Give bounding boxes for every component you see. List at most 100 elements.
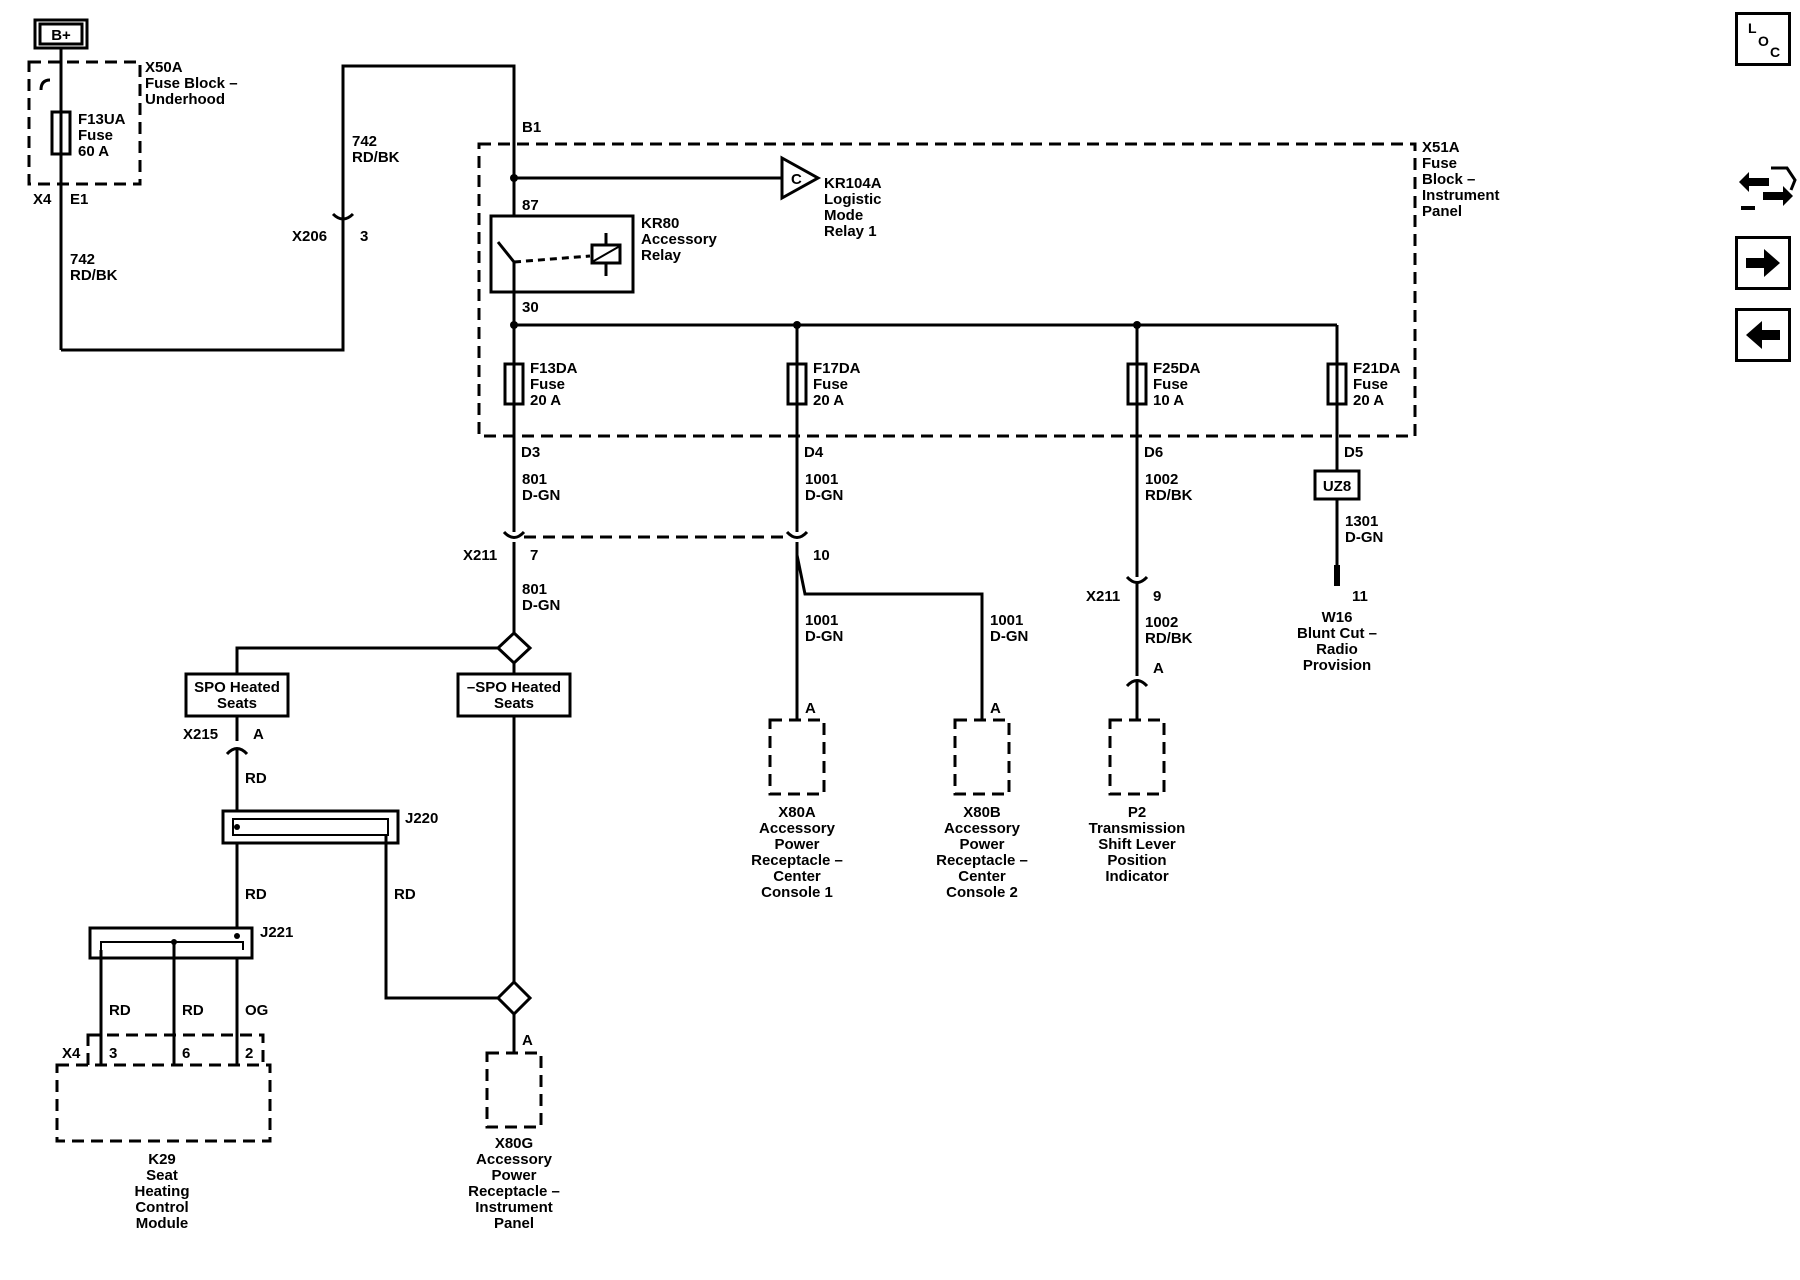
diagram-label: Accessory xyxy=(944,820,1021,837)
diagram-label: Provision xyxy=(1303,657,1371,674)
diagram-label: Mode xyxy=(824,207,863,224)
k29-seat-heating-control-module: X4 3 6 2 K29 Seat Heating Control Module xyxy=(55,1033,272,1232)
diagram-label: P2 xyxy=(1128,804,1146,821)
diagram-label: 7 xyxy=(530,547,538,564)
diagram-label: 1001 xyxy=(990,612,1023,629)
kr104a-logistic-relay-pin: C KR104A Logistic Mode Relay 1 xyxy=(780,155,882,240)
diagram-label: J221 xyxy=(260,924,293,941)
diagram-label: F25DA xyxy=(1153,360,1201,377)
diagram-label: 1001 xyxy=(805,471,838,488)
diagram-label: Logistic xyxy=(824,191,882,208)
diagram-label: Fuse xyxy=(813,376,848,393)
diagram-label: 3 xyxy=(360,228,368,245)
diagram-label: 20 A xyxy=(530,392,561,409)
diagram-label: Fuse Block – xyxy=(145,75,238,92)
diagram-label: 10 A xyxy=(1153,392,1184,409)
diagram-label: 1002 xyxy=(1145,471,1178,488)
diagram-label: J220 xyxy=(405,810,438,827)
diagram-label: F21DA xyxy=(1353,360,1401,377)
diagram-label: A xyxy=(253,726,264,743)
diagram-label: 11 xyxy=(1352,588,1368,605)
diagram-label: D6 xyxy=(1144,444,1163,461)
diagram-label: Panel xyxy=(1422,203,1462,220)
diagram-label: K29 xyxy=(148,1151,176,1168)
diagram-label: Accessory xyxy=(759,820,836,837)
diagram-label: Accessory xyxy=(476,1151,553,1168)
diagram-label: D-GN xyxy=(805,487,843,504)
diagram-label: W16 xyxy=(1322,609,1353,626)
diagram-label: F13DA xyxy=(530,360,578,377)
diagram-label: KR104A xyxy=(824,175,882,192)
diagram-label: A xyxy=(805,700,816,717)
x215-connector xyxy=(225,747,249,756)
diagram-label: D-GN xyxy=(522,487,560,504)
j221-splice-pack: J221 xyxy=(88,924,293,960)
not-spo-heated-seats-option: –SPO Heated Seats xyxy=(456,672,572,718)
loc-letter: L xyxy=(1748,20,1757,36)
next-arrow-icon[interactable] xyxy=(1735,236,1791,290)
diagram-label: 2 xyxy=(245,1045,253,1062)
diagram-label: 20 A xyxy=(1353,392,1384,409)
diagram-label: KR80 xyxy=(641,215,679,232)
fuse-f17da: F17DA Fuse 20 A xyxy=(786,325,861,436)
diagram-label: X80G xyxy=(495,1135,533,1152)
diagram-label: Fuse xyxy=(1353,376,1388,393)
diagram-label: RD xyxy=(109,1002,131,1019)
p2-shift-lever-indicator: P2 Transmission Shift Lever Position Ind… xyxy=(1089,718,1185,885)
diagram-label: 1001 xyxy=(805,612,838,629)
pin-87: 87 xyxy=(522,197,539,214)
diagram-label: 801 xyxy=(522,581,547,598)
x206-connector xyxy=(331,212,355,221)
x80b-accessory-receptacle: X80B Accessory Power Receptacle – Center… xyxy=(936,718,1028,901)
loc-letter: C xyxy=(1770,44,1780,60)
wire-742-color: RD/BK xyxy=(70,267,118,284)
diagram-label: Panel xyxy=(494,1215,534,1232)
back-arrow-icon[interactable] xyxy=(1735,308,1791,362)
diagram-label: Center xyxy=(773,868,821,885)
diagram-label: Position xyxy=(1107,852,1166,869)
diagram-label: 60 A xyxy=(78,143,109,160)
diagram-label: D-GN xyxy=(805,628,843,645)
diagram-label: D3 xyxy=(521,444,540,461)
diagram-label: X80B xyxy=(963,804,1001,821)
loc-letter: O xyxy=(1758,33,1769,49)
diagram-label: RD xyxy=(182,1002,204,1019)
diagram-label: D4 xyxy=(804,444,824,461)
x80g-accessory-receptacle: X80G Accessory Power Receptacle – Instru… xyxy=(468,1051,560,1232)
wire-742-circuit: 742 xyxy=(70,251,95,268)
diagram-label: RD xyxy=(245,770,267,787)
diagram-label: 3 xyxy=(109,1045,117,1062)
diagram-label: 10 xyxy=(813,547,830,564)
wiring-schematic: B+ X50A Fuse Block – Underhood F13UA Fus… xyxy=(27,18,1500,1232)
diagram-label: A xyxy=(1153,660,1164,677)
splice-diamond-top xyxy=(495,630,533,666)
diagram-label: Power xyxy=(959,836,1004,853)
battery-terminal: B+ xyxy=(33,18,89,50)
x211-label: X211 xyxy=(463,547,497,564)
loc-icon[interactable]: L O C xyxy=(1735,12,1791,66)
fuse-f25da: F25DA Fuse 10 A xyxy=(1126,325,1201,436)
fuse-f13da: F13DA Fuse 20 A xyxy=(503,325,578,436)
diagram-label: Blunt Cut – xyxy=(1297,625,1377,642)
diagram-label: X211 xyxy=(1086,588,1120,605)
diagram-label: RD xyxy=(245,886,267,903)
diagram-label: Relay 1 xyxy=(824,223,877,240)
diagram-label: Instrument xyxy=(1422,187,1500,204)
diagram-label: Center xyxy=(958,868,1006,885)
diagram-label: D-GN xyxy=(522,597,560,614)
connector-icon[interactable] xyxy=(1735,160,1797,218)
diagram-label: Heating xyxy=(134,1183,189,1200)
wire-742b-color: RD/BK xyxy=(352,149,400,166)
splice-diamond-bottom xyxy=(495,979,533,1017)
diagram-label: 9 xyxy=(1153,588,1161,605)
diagram-label: Fuse xyxy=(1422,155,1457,172)
diagram-label: D-GN xyxy=(990,628,1028,645)
diagram-label: Module xyxy=(136,1215,189,1232)
diagram-label: Console 1 xyxy=(761,884,833,901)
diagram-label: RD/BK xyxy=(1145,487,1193,504)
diagram-label: Instrument xyxy=(475,1199,553,1216)
fuse-f21da: F21DA Fuse 20 A xyxy=(1326,325,1401,436)
diagram-label: SPO Heated xyxy=(194,679,280,696)
diagram-label: C xyxy=(791,171,802,188)
diagram-label: Accessory xyxy=(641,231,718,248)
